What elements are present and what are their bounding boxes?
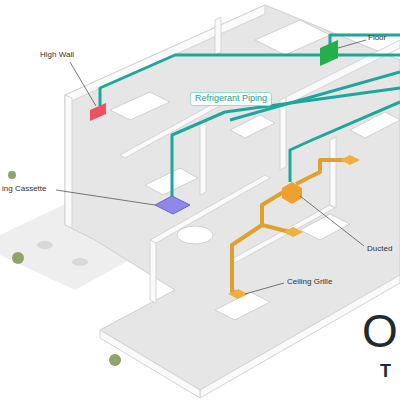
leader-line <box>338 40 366 48</box>
ceiling-grille <box>283 227 303 237</box>
logo-letter: T <box>380 362 391 380</box>
table <box>72 258 88 266</box>
floor-unit <box>320 40 338 66</box>
tree <box>8 171 16 179</box>
wall <box>200 275 400 398</box>
bed <box>255 20 330 55</box>
dining-table <box>177 226 213 244</box>
unit-label: Ducted <box>367 245 392 254</box>
tree <box>109 354 121 366</box>
table <box>37 241 53 249</box>
wall <box>200 117 206 195</box>
pipe <box>290 102 400 182</box>
refrigerant-piping <box>100 35 400 198</box>
ceiling-cassette <box>155 196 190 214</box>
wall <box>215 17 221 55</box>
unit-label: ing Cassette <box>2 185 46 194</box>
pipe <box>100 55 400 106</box>
car <box>350 112 400 138</box>
house-floor <box>65 5 400 390</box>
leader-line <box>300 196 364 246</box>
pipe <box>330 35 400 50</box>
high-wall-unit <box>90 103 106 121</box>
duct-run <box>232 225 262 292</box>
tree <box>12 252 24 264</box>
unit-label: Ceiling Grille <box>287 278 332 287</box>
unit-label: Floor <box>368 34 386 43</box>
wall <box>100 330 200 398</box>
leader-line <box>56 190 155 205</box>
sofa <box>110 92 170 120</box>
ceiling-grille <box>340 155 360 165</box>
wall <box>65 95 72 228</box>
wall <box>280 97 286 170</box>
walls <box>65 5 400 398</box>
patio-furniture <box>37 241 88 266</box>
logo-letter: O <box>362 308 398 354</box>
duct <box>232 160 348 292</box>
leader-line <box>245 283 284 294</box>
ducted-unit <box>282 182 302 204</box>
wall <box>330 137 336 208</box>
wall <box>150 237 156 303</box>
unit-label: High Wall <box>40 51 74 60</box>
units <box>90 40 360 299</box>
leader-line <box>70 62 96 106</box>
bed <box>300 214 350 240</box>
pipe-label: Refrigerant Piping <box>190 92 272 106</box>
duct-run <box>296 160 348 184</box>
leader-lines <box>56 40 366 294</box>
